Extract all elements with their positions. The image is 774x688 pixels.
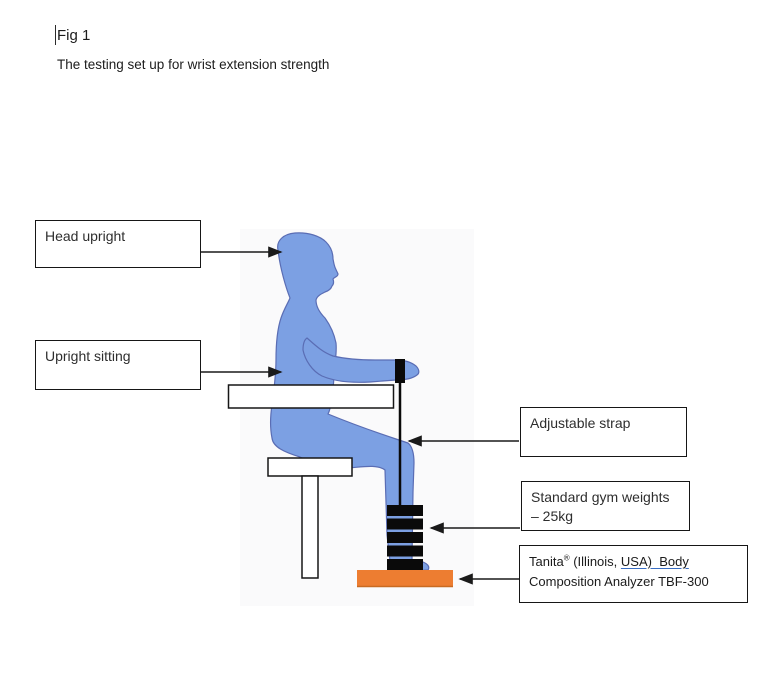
person-arm	[302, 337, 420, 383]
table	[227, 384, 395, 409]
callout-head-upright[interactable]: Head upright	[35, 220, 201, 268]
callout-label: Upright sitting	[45, 348, 131, 364]
callout-label-line2: – 25kg	[531, 508, 574, 524]
text-cursor	[55, 25, 56, 45]
callout-label-line1: Standard gym weights	[531, 489, 670, 505]
callout-analyzer[interactable]: Tanita® (Illinois, USA) Body Composition…	[519, 545, 748, 603]
stool-seat	[267, 457, 353, 477]
weight-plate	[387, 545, 423, 557]
analyzer-underlined-text: USA) Body	[620, 554, 689, 569]
stool-leg	[301, 475, 319, 579]
callout-label: Adjustable strap	[530, 415, 631, 431]
weight-plate	[387, 559, 423, 570]
analyzer-brand: Tanita	[529, 554, 564, 569]
figure-label: Fig 1	[57, 27, 91, 44]
weight-plate	[387, 532, 423, 543]
weight-plate	[387, 518, 423, 530]
analyzer-platform	[357, 570, 453, 587]
callout-label: Head upright	[45, 228, 126, 244]
callout-label-line1: Tanita® (Illinois, USA) Body	[529, 552, 738, 572]
figure-description: The testing set up for wrist extension s…	[57, 57, 330, 72]
weight-stack	[387, 505, 423, 570]
callout-gym-weights[interactable]: Standard gym weights – 25kg	[521, 481, 690, 531]
registered-mark: ®	[563, 553, 570, 563]
weight-plate	[387, 505, 423, 516]
analyzer-origin: (Illinois,	[569, 554, 621, 569]
callout-upright-sitting[interactable]: Upright sitting	[35, 340, 201, 390]
callout-adjustable-strap[interactable]: Adjustable strap	[520, 407, 687, 457]
strap-handle	[395, 359, 405, 383]
callout-label-line2: Composition Analyzer TBF-300	[529, 573, 709, 589]
